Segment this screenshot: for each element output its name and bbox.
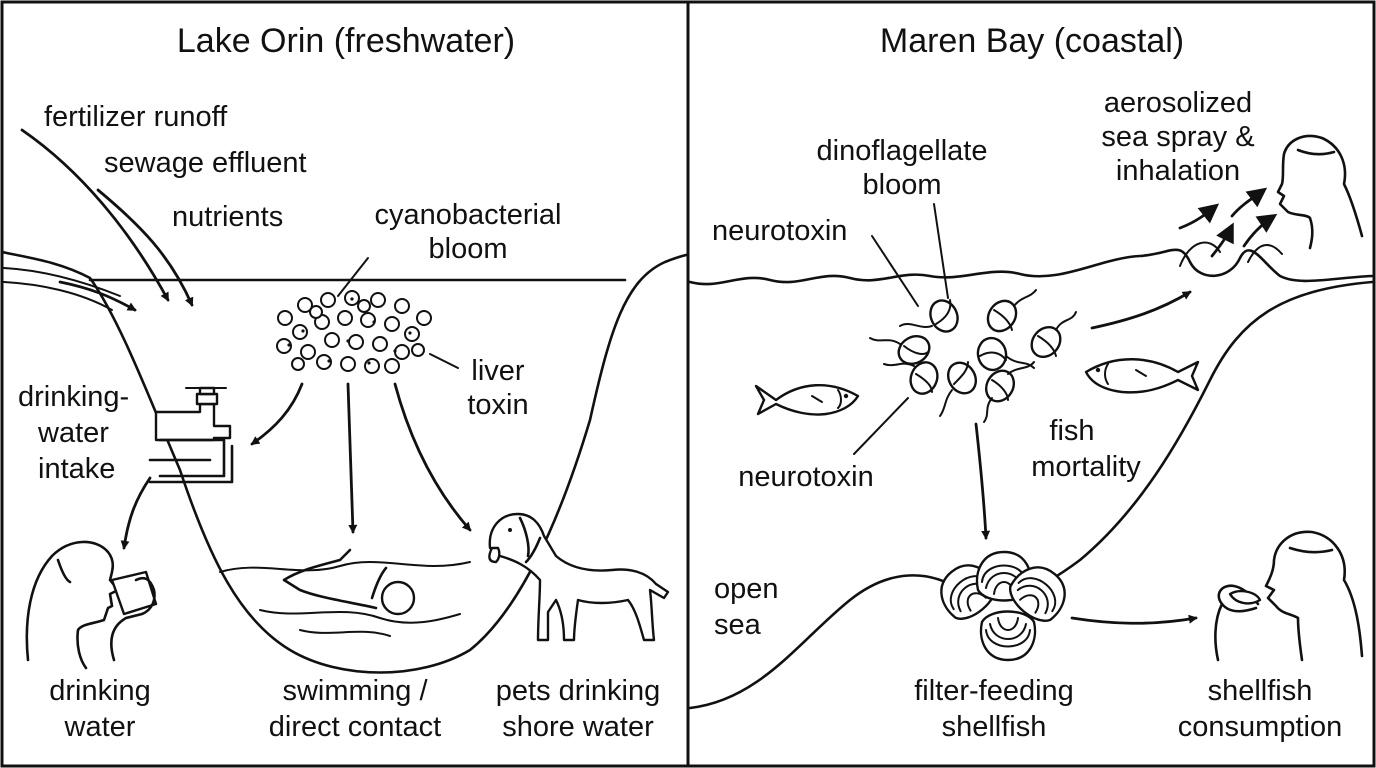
spray-arrow-3 [1230,187,1268,218]
exposure-pets-line2: shore water [502,711,654,743]
intake-label-line3: intake [38,453,115,485]
exposure-drinking-line1: drinking [49,675,151,707]
neurotoxin-top-label: neurotoxin [712,215,847,247]
exposure-drinking-line2: water [64,711,136,743]
spray-arrow-1 [1178,203,1220,230]
fish-mortality-line2: mortality [1031,451,1141,483]
sewage-arrow [96,188,194,307]
inhaling-person-icon [1276,134,1364,250]
swimmer-icon: swimming / direct contact [219,548,471,743]
cyano-bloom-label-line1: cyanobacterial [375,199,562,231]
inflow-stream [3,267,121,297]
cyanobacteria-cluster [276,290,432,374]
arrow-intake-to-drinker [120,476,152,550]
aerosol-label-line3: inhalation [1116,155,1240,187]
consumption-label-line2: consumption [1178,711,1342,743]
intake-label-line2: water [37,417,109,449]
exposure-pets-line1: pets drinking [496,675,660,707]
fish-left-icon [754,384,860,416]
arrow-bloom-to-swimmer [346,382,358,534]
open-sea-label-line2: sea [714,609,762,641]
source-nutrients: nutrients [172,201,283,233]
stream-arrow [58,280,137,312]
spray-arrow-4 [1242,213,1278,248]
liver-toxin-leader [429,353,459,369]
aerosol-label-line1: aerosolized [1104,87,1252,119]
bloom-leader [337,257,369,297]
liver-toxin-label-line1: liver [471,355,525,387]
neurotoxin-bottom-leader [853,397,909,455]
dino-bloom-label-line2: bloom [863,169,942,201]
exposure-swimming-line1: swimming / [282,675,428,707]
consumption-label-line1: shellfish [1208,675,1313,707]
shellfish-label-line1: filter-feeding [914,675,1074,707]
liver-toxin-label-line2: toxin [467,389,528,421]
spray-arrow-2 [1210,222,1234,258]
neurotoxin-bottom-label: neurotoxin [738,461,873,493]
lake-shoreline [0,250,688,674]
exposure-swimming-line2: direct contact [269,711,441,743]
arrow-bloom-to-pet [393,382,472,532]
drinking-person-icon: drinking water [25,540,158,743]
cyano-bloom-label-line2: bloom [429,233,508,265]
fish-mortality-line1: fish [1049,415,1094,447]
aerosol-label-line2: sea spray & [1101,121,1254,153]
shellfish-icon [940,550,1066,662]
arrow-bloom-to-shellfish [974,422,991,540]
arrow-shellfish-to-consumption [1070,614,1198,625]
right-panel: Maren Bay (coastal) dinoflagellate bloom… [688,22,1374,743]
source-sewage: sewage effluent [104,147,307,179]
intake-label-line1: drinking- [18,381,129,413]
faucet-icon [148,386,234,484]
left-panel: Lake Orin (freshwater) fertilizer runoff… [0,22,688,743]
fish-right-icon [1084,358,1200,394]
neurotoxin-top-leader [871,235,919,307]
shellfish-label-line2: shellfish [942,711,1047,743]
sea-surface [688,248,1374,286]
dino-bloom-label-line1: dinoflagellate [817,135,988,167]
arrow-bloom-to-intake [250,382,304,446]
arrow-bloom-to-spray [1090,290,1192,330]
eating-person-icon [1214,530,1364,662]
dino-bloom-leader [933,203,949,299]
dog-icon: pets drinking shore water [488,512,670,743]
open-sea-label-line1: open [714,573,779,605]
fertilizer-arrow [20,128,170,302]
left-panel-title: Lake Orin (freshwater) [177,22,515,60]
source-fertilizer: fertilizer runoff [44,101,228,133]
dinoflagellate-cluster [869,289,1077,423]
right-panel-title: Maren Bay (coastal) [880,22,1184,60]
